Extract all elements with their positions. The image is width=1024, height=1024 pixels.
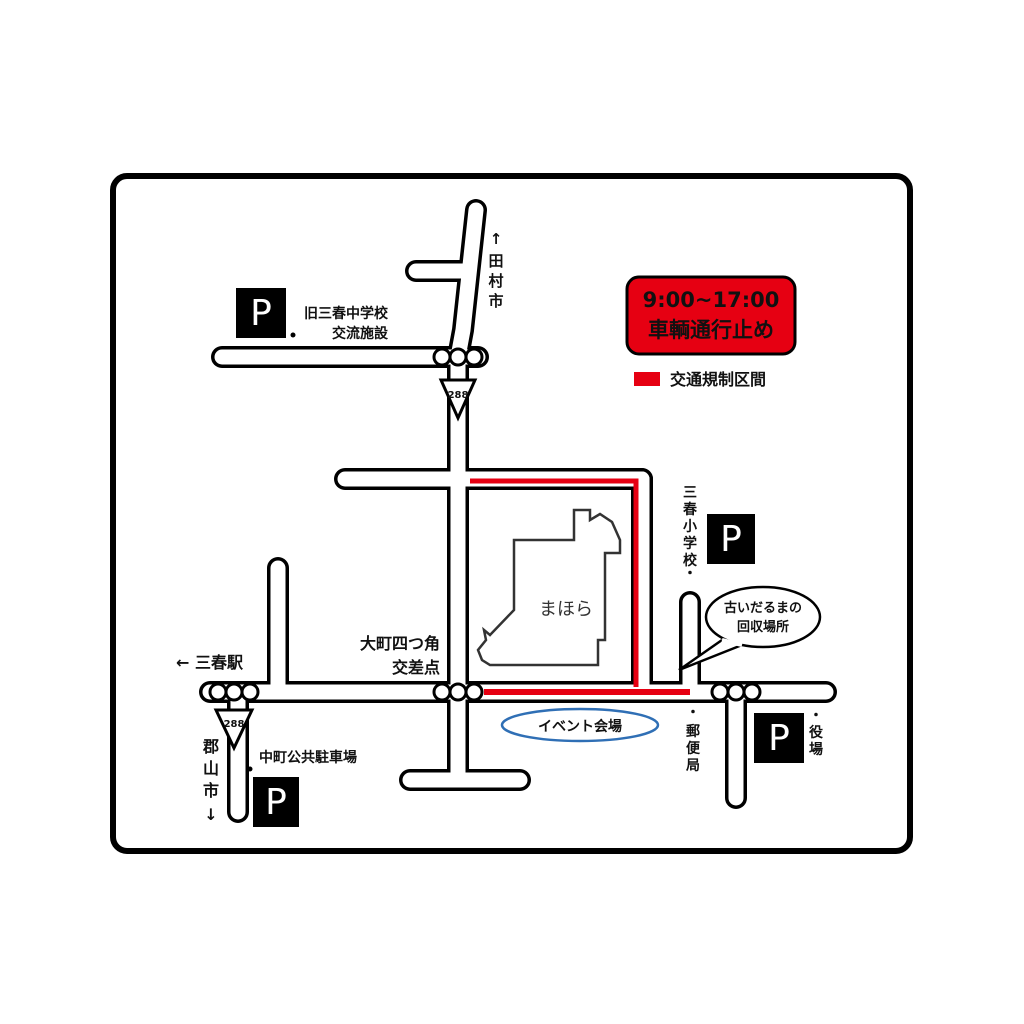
parking-old-school: P <box>236 288 286 338</box>
svg-text:田: 田 <box>488 252 503 270</box>
event-venue-label: イベント会場 <box>538 718 622 735</box>
intersection-label-1: 大町四つ角 <box>360 634 440 653</box>
old-school-label-2: 交流施設 <box>332 325 389 342</box>
svg-text:288: 288 <box>448 390 469 401</box>
legend-label: 交通規制区間 <box>670 370 766 389</box>
closure-notice-box <box>625 275 797 356</box>
parking-nakamachi: P <box>253 777 299 827</box>
svg-text:村: 村 <box>488 272 503 290</box>
svg-text:↑: ↑ <box>490 230 503 248</box>
svg-text:春: 春 <box>682 501 698 518</box>
daruma-callout: 古いだるまの 回収場所 <box>678 585 822 672</box>
route-288-marker-south: 288 <box>213 708 255 752</box>
svg-text:・: ・ <box>683 566 697 582</box>
svg-text:郡: 郡 <box>202 737 219 756</box>
restriction-segments <box>470 478 690 695</box>
svg-text:場: 場 <box>809 741 823 758</box>
old-school-label-1: 旧三春中学校 <box>304 305 389 322</box>
mahora-building <box>476 508 622 667</box>
svg-text:郵: 郵 <box>686 723 700 740</box>
svg-text:便: 便 <box>686 740 701 757</box>
post-office-label: ・ 郵 便 局 <box>686 705 701 774</box>
closure-time: 9:00~17:00 <box>643 288 780 312</box>
signal-right <box>710 682 762 702</box>
svg-text:市: 市 <box>203 781 219 800</box>
event-venue-oval <box>500 707 660 743</box>
svg-text:市: 市 <box>488 292 503 310</box>
mahora-label: まほら <box>539 599 593 620</box>
svg-text:P: P <box>265 782 287 823</box>
svg-text:校: 校 <box>683 552 698 569</box>
nakamachi-label: 中町公共駐車場 <box>259 749 357 766</box>
yakuba-label: ・ 役 場 <box>809 708 824 758</box>
svg-text:局: 局 <box>686 758 700 774</box>
direction-koriyama: 郡 山 市 ↓ <box>202 737 219 824</box>
svg-text:古いだるまの: 古いだるまの <box>724 600 802 616</box>
svg-text:三: 三 <box>683 485 697 501</box>
svg-text:山: 山 <box>203 759 219 778</box>
svg-text:P: P <box>768 718 790 759</box>
svg-text:↓: ↓ <box>204 805 217 824</box>
parking-yakuba: P <box>754 713 804 763</box>
svg-text:288: 288 <box>224 719 245 730</box>
intersection-label-2: 交差点 <box>392 658 440 677</box>
svg-text:役: 役 <box>809 724 824 741</box>
svg-text:P: P <box>720 519 742 560</box>
svg-text:小: 小 <box>683 519 697 535</box>
signal-left <box>208 682 260 702</box>
elementary-label: 三 春 小 学 校 ・ <box>682 485 698 582</box>
signal-upper <box>432 347 484 367</box>
closure-text: 車輌通行止め <box>648 318 774 342</box>
svg-text:学: 学 <box>683 535 697 552</box>
svg-text:回収場所: 回収場所 <box>737 619 789 635</box>
parking-elementary: P <box>707 514 755 564</box>
svg-text:・: ・ <box>809 708 823 724</box>
route-288-marker-north: 288 <box>438 378 478 422</box>
restriction-line-upper <box>470 478 639 687</box>
direction-miharu-station: ← 三春駅 <box>176 653 244 672</box>
svg-text:P: P <box>250 293 272 334</box>
direction-tamura: ↑ 田 村 市 <box>488 230 503 310</box>
svg-text:・: ・ <box>686 705 700 721</box>
signal-center <box>432 682 484 702</box>
legend-swatch <box>634 372 660 386</box>
